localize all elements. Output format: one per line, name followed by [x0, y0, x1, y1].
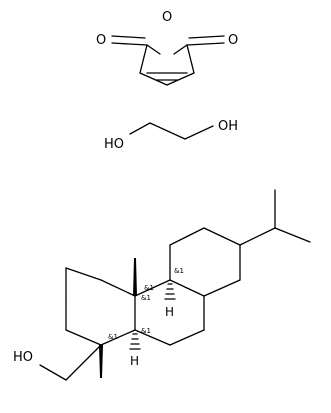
bond — [186, 44, 195, 74]
bond — [100, 279, 136, 297]
bond — [134, 329, 171, 346]
bond — [166, 72, 195, 86]
bond — [129, 122, 151, 135]
bond — [111, 42, 148, 46]
hydroxyl-label: HO — [13, 350, 33, 365]
bond — [169, 279, 205, 297]
stereo-label: &1 — [174, 267, 184, 275]
bond — [239, 227, 276, 246]
wedge-bond — [99, 345, 103, 378]
diterpene-alcohol: H H HO &1 &1 &1 &1 &1 — [13, 189, 311, 381]
bond — [65, 344, 102, 381]
bond — [149, 122, 186, 140]
ethylene-glycol: HO OH — [104, 119, 238, 152]
bond — [100, 329, 136, 346]
bond — [139, 44, 148, 74]
bond — [203, 279, 241, 297]
bond — [186, 42, 225, 46]
hashed-bond-upper — [164, 283, 176, 300]
hydroxyl-right-label: OH — [218, 119, 238, 134]
stereo-label: &1 — [141, 327, 151, 335]
bond — [169, 227, 205, 246]
bond — [146, 44, 161, 55]
bond — [173, 44, 188, 55]
maleic-anhydride: O O O — [96, 10, 238, 86]
hydrogen-upper-label: H — [165, 305, 174, 319]
bond — [203, 227, 241, 246]
bond — [65, 267, 102, 281]
bond — [134, 279, 171, 297]
bond — [274, 227, 311, 243]
stereo-label: &1 — [144, 284, 154, 292]
wedge-bond — [133, 258, 137, 296]
hydroxyl-left-label: HO — [104, 137, 124, 152]
bond — [188, 35, 225, 39]
ring-oxygen-label: O — [162, 10, 172, 25]
bond — [184, 125, 214, 140]
stereo-label: &1 — [141, 294, 151, 302]
carbonyl-oxygen-right-label: O — [228, 33, 238, 48]
carbonyl-oxygen-left-label: O — [96, 33, 106, 48]
bond — [39, 364, 67, 381]
hashed-bond-lower — [129, 333, 141, 350]
bond — [111, 35, 146, 39]
stereo-label: &1 — [108, 333, 118, 341]
bond — [139, 72, 168, 86]
bond — [65, 329, 102, 346]
bond — [169, 329, 205, 346]
hydrogen-lower-label: H — [130, 354, 139, 368]
